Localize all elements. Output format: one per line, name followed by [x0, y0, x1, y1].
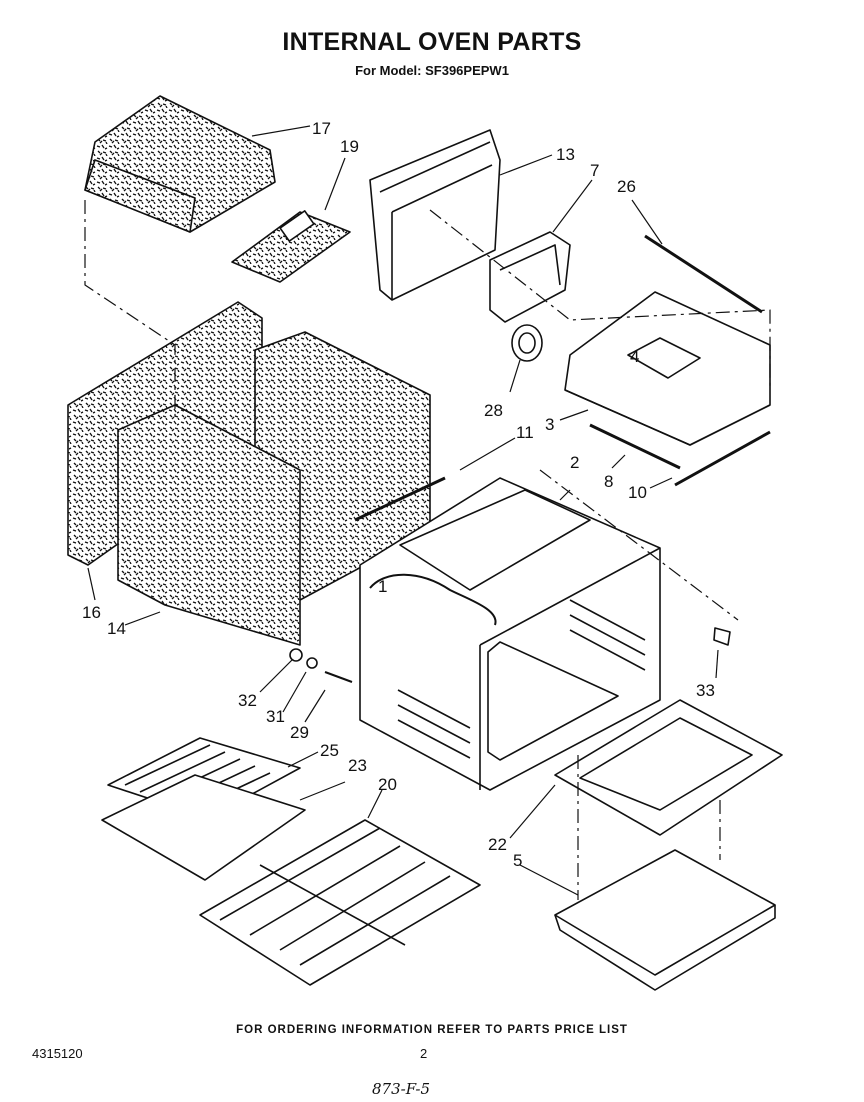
oven-top-3: [564, 291, 771, 446]
callout-2: 2: [570, 453, 579, 472]
top-insulation-17: [84, 95, 276, 233]
model-line: For Model: SF396PEPW1: [355, 63, 509, 78]
callout-8: 8: [604, 472, 613, 491]
callout-20: 20: [378, 775, 397, 794]
insulation-pad-19: [231, 210, 351, 283]
oven-bottom-22: [554, 699, 783, 836]
callout-31: 31: [266, 707, 285, 726]
callout-14: 14: [107, 619, 126, 638]
callout-25: 25: [320, 741, 339, 760]
handwritten-note: 873-F-5: [372, 1080, 431, 1098]
element-1: [369, 573, 497, 626]
callout-28: 28: [484, 401, 503, 420]
clip-33: [713, 627, 731, 646]
callout-3: 3: [545, 415, 554, 434]
callout-17: 17: [312, 119, 331, 138]
rod-26: [644, 234, 763, 314]
callout-16: 16: [82, 603, 101, 622]
callout-29: 29: [290, 723, 309, 742]
oven-cavity-2: [359, 477, 661, 791]
callout-5: 5: [513, 851, 522, 870]
page-number: 2: [420, 1046, 428, 1061]
broil-pan-23: [101, 774, 306, 881]
ordering-info-footer: FOR ORDERING INFORMATION REFER TO PARTS …: [236, 1024, 628, 1036]
duct-7: [489, 231, 571, 323]
bottom-pan-5: [554, 849, 776, 991]
bracket-11: [354, 476, 446, 522]
callout-13: 13: [556, 145, 575, 164]
callout-23: 23: [348, 756, 367, 775]
callout-26: 26: [617, 177, 636, 196]
oven-rack-20: [199, 819, 481, 986]
rear-panel-13: [369, 129, 501, 301]
strip-8: [589, 423, 681, 470]
callout-1: 1: [378, 577, 387, 596]
strip-10: [674, 430, 771, 487]
fan-ring-28: [511, 324, 543, 362]
callout-7: 7: [590, 161, 599, 180]
callout-4: 4: [630, 347, 639, 366]
callout-32: 32: [238, 691, 257, 710]
callout-33: 33: [696, 681, 715, 700]
hardware-32-31-29: [289, 648, 353, 683]
callout-11: 11: [516, 423, 534, 442]
document-number: 4315120: [32, 1046, 83, 1061]
callout-22: 22: [488, 835, 507, 854]
callout-10: 10: [628, 483, 647, 502]
page-title: INTERNAL OVEN PARTS: [282, 28, 582, 56]
callout-19: 19: [340, 137, 359, 156]
